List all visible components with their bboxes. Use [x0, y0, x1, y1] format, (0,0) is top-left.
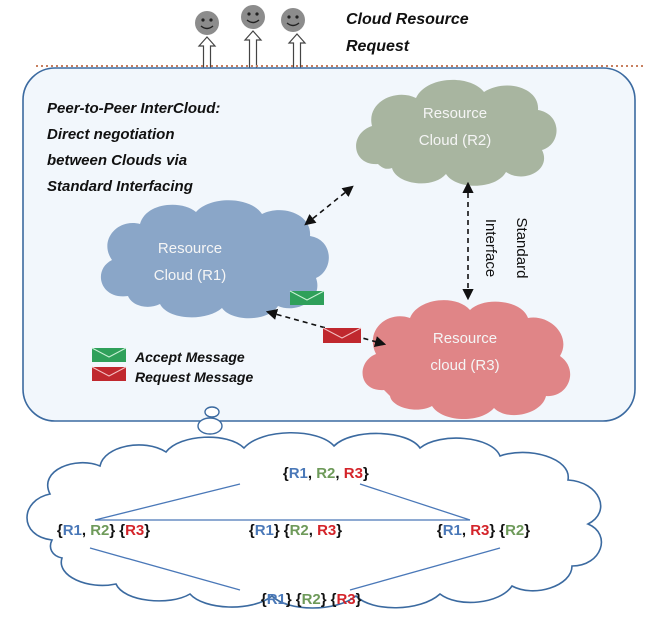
- coalition-r1-r2r3: {R1}{R2, R3}: [228, 522, 355, 539]
- resource-cloud-r1: Resource Cloud (R1): [100, 200, 329, 319]
- user-smiley-icon: [281, 8, 305, 32]
- interface-label: Interface: [482, 219, 499, 277]
- thought-bubbles: [197, 406, 223, 435]
- resource-cloud-r3: Resource cloud (R3): [362, 300, 571, 420]
- request-legend-icon: [91, 366, 127, 381]
- description-line-2: Direct negotiation: [47, 126, 175, 143]
- users-group: [195, 5, 307, 82]
- r3-label-line-1: Resource: [433, 330, 497, 347]
- standard-label: Standard: [513, 218, 530, 279]
- request-envelope-icon: [322, 327, 362, 343]
- r1-label-line-2: Cloud (R1): [154, 267, 227, 284]
- legend: Accept Message Request Message: [91, 347, 253, 385]
- coalition-r1-r2-r3-singletons: {R1}{R2}{R3}: [240, 591, 374, 608]
- resource-cloud-r2: Resource Cloud (R2): [356, 79, 557, 186]
- request-legend-label: Request Message: [135, 369, 253, 385]
- description-line-4: Standard Interfacing: [47, 178, 193, 195]
- description-line-1: Peer-to-Peer InterCloud:: [47, 100, 220, 117]
- user-smiley-icon: [241, 5, 265, 29]
- r2-label-line-1: Resource: [423, 105, 487, 122]
- accept-legend-label: Accept Message: [134, 349, 245, 365]
- accept-legend-icon: [91, 347, 127, 362]
- title-line-1: Cloud Resource: [346, 11, 469, 28]
- link-r1-r2-arrow: [304, 185, 354, 226]
- accept-envelope-icon: [289, 290, 325, 305]
- coalition-r1-r2-r3: {R1, R2, R3}: [262, 465, 381, 482]
- r2-label-line-2: Cloud (R2): [419, 132, 492, 149]
- r1-label-line-1: Resource: [158, 240, 222, 257]
- user-smiley-icon: [195, 11, 219, 35]
- title-line-2: Request: [346, 38, 410, 55]
- description-line-3: between Clouds via: [47, 152, 187, 169]
- coalition-lattice-lines: [89, 483, 501, 591]
- r3-label-line-2: cloud (R3): [430, 357, 499, 374]
- coalition-r1r2-r3: {R1, R2}{R3}: [36, 522, 163, 539]
- link-r1-r3-arrow: [265, 308, 387, 348]
- coalition-r1r3-r2: {R1, R3}{R2}: [416, 522, 543, 539]
